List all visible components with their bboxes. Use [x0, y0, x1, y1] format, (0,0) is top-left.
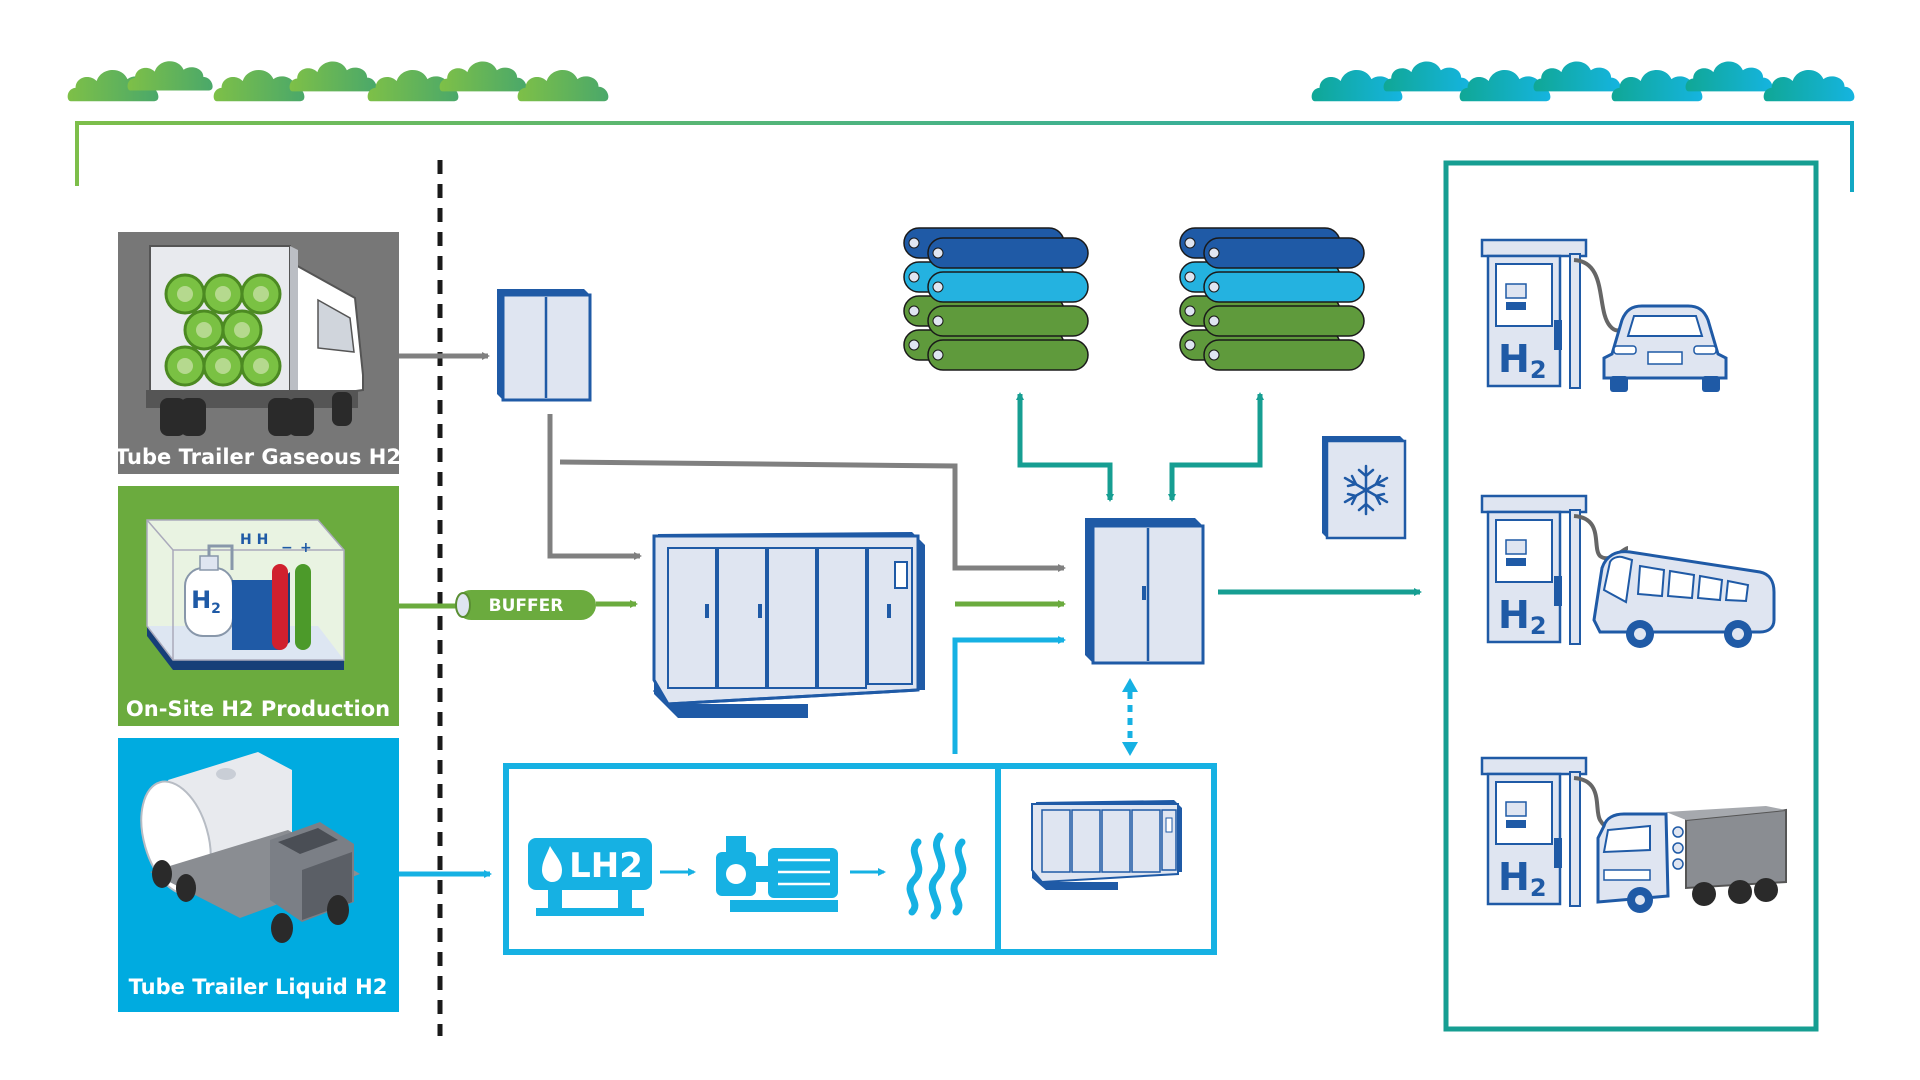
dispenser-truck-h2-label: H2: [1498, 855, 1547, 902]
bus-icon: [1592, 550, 1776, 648]
dispenser-station-icon: H2: [1480, 494, 1629, 645]
car-icon: [1602, 304, 1728, 392]
priority-panel-cabinet: [497, 289, 592, 402]
snowflake-icon: [1343, 464, 1389, 516]
dispenser-car: H2: [1480, 238, 1728, 392]
clouds-teal: [1311, 61, 1855, 102]
storage-bank-left: [903, 227, 1089, 371]
dispenser-bus-h2-label: H2: [1498, 593, 1547, 640]
lh2-tank-label: LH2: [569, 846, 643, 886]
flow-lines: [399, 352, 1422, 878]
dispenser-station-icon: H2: [1480, 238, 1630, 389]
electrolyzer-marks: H H: [240, 532, 268, 548]
liquid-trailer-icon: [140, 752, 360, 943]
liquid-trailer-label: Tube Trailer Liquid H2: [129, 975, 388, 999]
source-liquid-tube-trailer: Tube Trailer Liquid H2: [118, 738, 399, 1012]
electrode-plus-icon: +: [300, 540, 312, 556]
top-bracket: [75, 121, 1854, 192]
gaseous-trailer-icon: [146, 245, 364, 436]
compressor-container: [652, 532, 925, 718]
dispenser-car-h2-label: H2: [1498, 337, 1547, 384]
lh2-tank-icon: LH2: [528, 838, 652, 916]
dispenser-truck: H2: [1480, 756, 1787, 913]
clouds-green: [67, 61, 609, 102]
onsite-production-icon: H2 H H − +: [146, 519, 345, 670]
control-cabinet: [1085, 518, 1205, 665]
buffer-label: BUFFER: [489, 596, 564, 616]
liquid-compressor-container: [1031, 800, 1182, 890]
buffer-tank: BUFFER: [455, 590, 596, 620]
gaseous-trailer-label: Tube Trailer Gaseous H2: [115, 445, 401, 469]
chiller-cabinet: [1322, 436, 1407, 540]
storage-bank-right: [1179, 227, 1365, 371]
source-gaseous-tube-trailer: Tube Trailer Gaseous H2: [115, 232, 401, 474]
dispenser-station-icon: H2: [1480, 756, 1619, 907]
onsite-h2-symbol: H2: [191, 586, 221, 617]
source-onsite-production: H2 H H − + On-Site H2 Production: [118, 486, 399, 726]
liquid-skid: LH2: [503, 763, 1217, 955]
vaporizer-waves-icon: [906, 832, 967, 920]
truck-icon: [1596, 806, 1787, 913]
dispenser-bus: H2: [1480, 494, 1776, 648]
onsite-production-label: On-Site H2 Production: [126, 697, 390, 721]
electrode-minus-icon: −: [281, 540, 293, 556]
cryo-pump-icon: [716, 836, 838, 912]
